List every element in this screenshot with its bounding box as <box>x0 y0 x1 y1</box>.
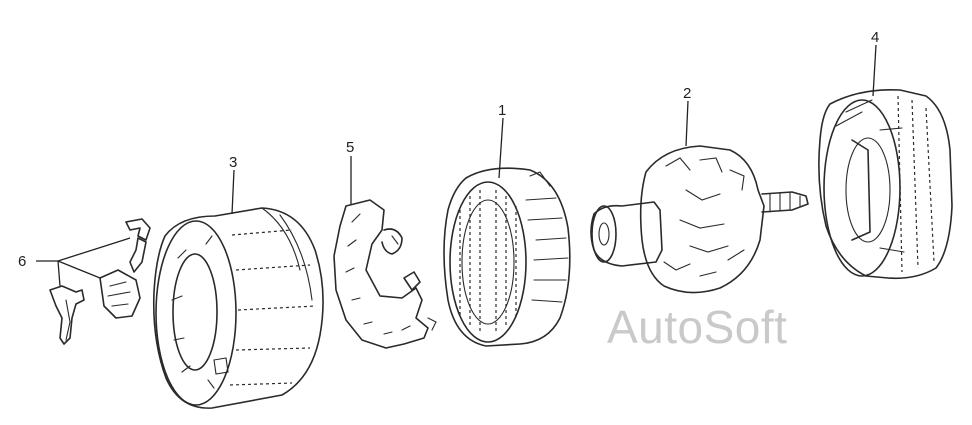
part-1-stator <box>443 167 571 347</box>
leader-lines <box>36 44 877 287</box>
callout-2: 2 <box>683 85 691 102</box>
part-6-brush-parts <box>49 218 151 345</box>
callout-3: 3 <box>229 154 237 171</box>
callout-1: 1 <box>498 102 506 119</box>
part-2-rotor <box>590 145 809 294</box>
part-3-drive-end-housing <box>152 207 324 409</box>
part-5-rectifier-plate <box>333 199 437 349</box>
callout-5: 5 <box>346 139 354 156</box>
autosoft-watermark: AutoSoft <box>607 301 788 353</box>
callout-6: 6 <box>18 253 26 270</box>
callout-4: 4 <box>871 29 879 46</box>
part-4-slip-ring-end-housing <box>818 88 953 280</box>
